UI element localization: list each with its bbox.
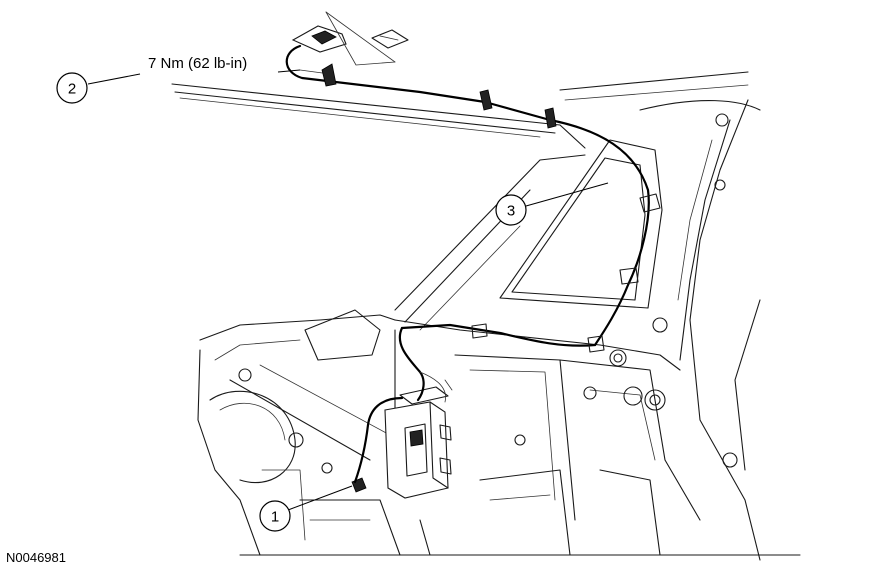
antenna-cable-harness [285,44,661,484]
vehicle-body-illustration [171,69,801,561]
antenna-bracket-illustration [291,11,409,66]
figure-id-label: N0046981 [6,550,66,565]
callout-1-number: 1 [271,509,279,526]
torque-spec-label: 7 Nm (62 lb-in) [148,55,247,72]
callout-1-leader [287,485,353,511]
callout-3: 3 [495,194,527,226]
callout-1: 1 [259,500,291,532]
callout-3-leader [525,182,609,207]
callout-3-number: 3 [507,203,515,220]
callout-2-leader [87,73,141,85]
callout-2-number: 2 [68,81,76,98]
torque-leader [277,69,301,73]
callout-2: 2 [56,72,88,104]
